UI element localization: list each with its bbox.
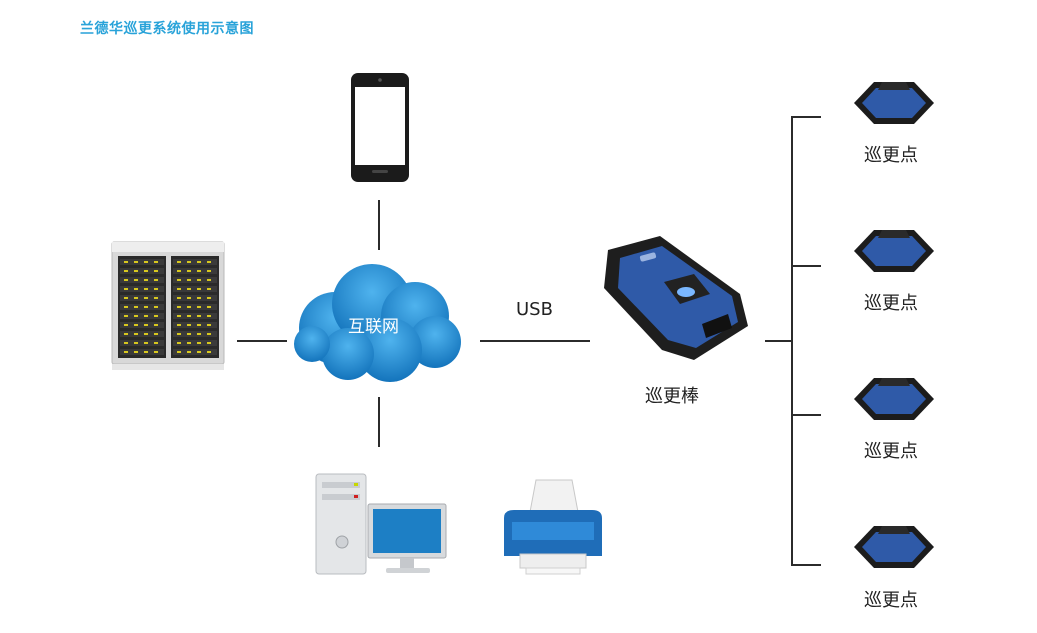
checkpoint-label: 巡更点 xyxy=(864,145,918,166)
checkpoint-branch-2 xyxy=(791,265,821,267)
checkpoint-branch-1 xyxy=(791,116,821,118)
checkpoint-button-icon xyxy=(852,524,936,570)
checkpoint-label: 巡更点 xyxy=(864,441,918,462)
checkpoint-bus xyxy=(791,116,793,566)
cloud-computer-connector xyxy=(378,397,380,447)
usb-connector xyxy=(480,340,590,342)
internet-label: 互联网 xyxy=(348,317,399,337)
checkpoint-button-icon xyxy=(852,376,936,422)
smartphone-icon xyxy=(350,72,410,184)
printer-icon xyxy=(498,478,608,576)
patrol-stick-icon xyxy=(598,232,756,364)
checkpoint-label: 巡更点 xyxy=(864,590,918,611)
checkpoint-branch-4 xyxy=(791,564,821,566)
checkpoint-button-icon xyxy=(852,80,936,126)
server-rack-icon xyxy=(110,240,228,380)
diagram-title: 兰德华巡更系统使用示意图 xyxy=(80,21,254,37)
usb-label: USB xyxy=(516,299,553,320)
checkpoint-branch-3 xyxy=(791,414,821,416)
phone-cloud-connector xyxy=(378,200,380,250)
checkpoint-button-icon xyxy=(852,228,936,274)
desktop-computer-icon xyxy=(312,470,452,582)
stick-bus-connector xyxy=(765,340,793,342)
internet-cloud-icon xyxy=(290,258,466,386)
checkpoint-label: 巡更点 xyxy=(864,293,918,314)
server-cloud-connector xyxy=(237,340,287,342)
patrol-stick-label: 巡更棒 xyxy=(645,386,699,407)
